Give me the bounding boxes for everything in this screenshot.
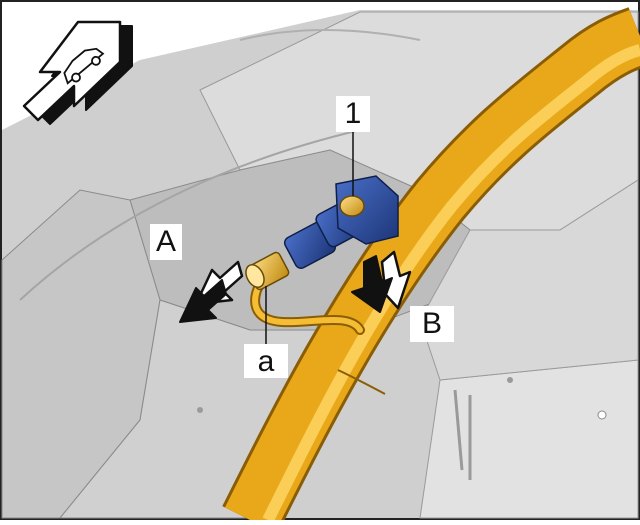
vehicle-front-arrow-icon <box>22 20 133 125</box>
fuel-pipe <box>222 7 640 525</box>
callout-arrow-a: A <box>150 224 182 260</box>
connector-1 <box>245 175 399 291</box>
hose-a <box>250 275 365 335</box>
callout-part-1: 1 <box>336 96 370 132</box>
callout-arrow-b: B <box>410 306 454 342</box>
arrow-down-icon <box>351 250 412 313</box>
arrow-down-left-icon <box>179 260 244 323</box>
callout-hose-a: a <box>244 344 288 378</box>
